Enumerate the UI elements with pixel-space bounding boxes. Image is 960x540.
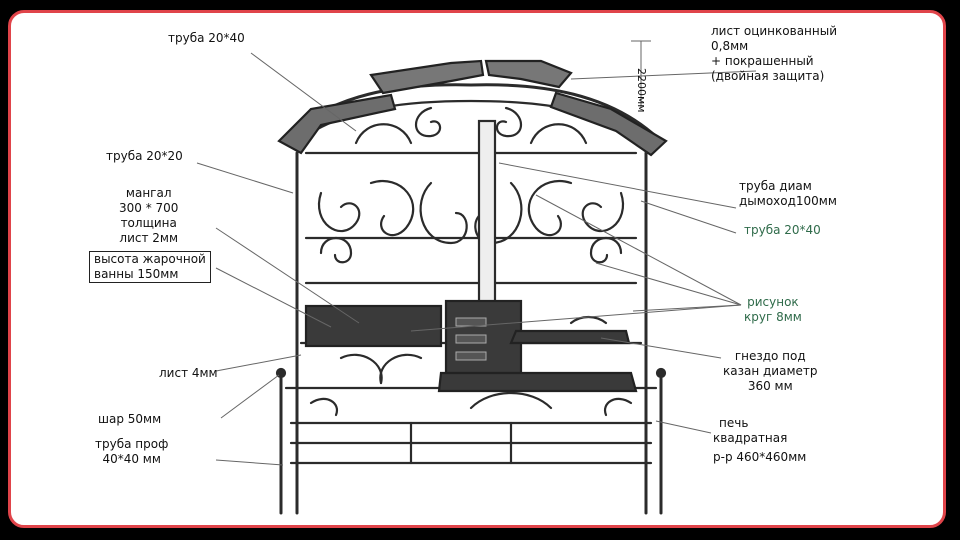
label-roof-sheet-line3: + покрашенный <box>711 54 814 68</box>
label-prof-line1: труба проф <box>95 437 169 451</box>
label-grill-line1: мангал <box>125 186 172 200</box>
label-bath-height: высота жарочной ванны 150мм <box>89 251 211 283</box>
label-pattern-line2: круг 8мм <box>744 310 802 324</box>
kazan-nest <box>509 329 631 345</box>
label-nest-line2: казан диаметр <box>723 364 818 378</box>
label-bath-line1: высота жарочной <box>94 252 206 266</box>
grill-structure-drawing <box>196 40 757 515</box>
label-height: 2200мм <box>635 68 648 113</box>
label-nest-line3: 360 мм <box>747 379 793 393</box>
label-stove: печь квадратная р-р 460*460мм <box>713 416 806 465</box>
label-roof-sheet-line2: 0,8мм <box>711 39 749 53</box>
label-stove-line3: р-р 460*460мм <box>713 450 807 464</box>
chimney-pipe <box>477 119 497 313</box>
label-grill-line2: 300 * 700 <box>119 201 179 215</box>
label-stove-line2: квадратная <box>713 431 788 445</box>
roof-sheet-top-right <box>484 59 573 89</box>
label-chimney: труба диам дымоход100мм <box>739 179 837 209</box>
label-roof-sheet: лист оцинкованный 0,8мм + покрашенный (д… <box>711 24 837 84</box>
label-prof-line2: 40*40 мм <box>102 452 161 466</box>
roof-sheet-top-left <box>369 59 485 95</box>
label-sheet-4mm: лист 4мм <box>159 366 218 380</box>
label-roof-sheet-line4: (двойная защита) <box>711 69 825 83</box>
label-pattern: рисунок круг 8мм <box>744 295 802 325</box>
label-roof-sheet-line1: лист оцинкованный <box>711 24 838 38</box>
label-bath-line2: ванны 150мм <box>94 267 179 281</box>
label-roof-pipe: труба 20*40 <box>168 31 245 45</box>
diagram-frame: труба 20*40 лист оцинкованный 0,8мм + по… <box>8 10 946 528</box>
label-chimney-line2: дымоход100мм <box>739 194 837 208</box>
label-stove-line1: печь <box>719 416 749 430</box>
label-ball: шар 50мм <box>98 412 162 426</box>
roof-sheet-right <box>549 91 668 157</box>
post-ball-right <box>655 367 667 379</box>
roof-sheet-left <box>277 93 397 155</box>
label-grill-line3: толщина <box>120 216 177 230</box>
label-prof-pipe: труба проф 40*40 мм <box>95 437 168 467</box>
grill-box <box>304 304 443 348</box>
label-kazan-nest: гнездо под казан диаметр 360 мм <box>723 349 818 394</box>
label-grill-line4: лист 2мм <box>119 231 179 245</box>
label-chimney-line1: труба диам <box>739 179 812 193</box>
stove-base-plate <box>437 371 638 393</box>
label-pipe-20x40-right: труба 20*40 <box>744 223 821 237</box>
label-pattern-line1: рисунок <box>747 295 799 309</box>
label-grill: мангал 300 * 700 толщина лист 2мм <box>119 186 178 246</box>
label-pipe-20x20: труба 20*20 <box>106 149 183 163</box>
label-nest-line1: гнездо под <box>734 349 806 363</box>
